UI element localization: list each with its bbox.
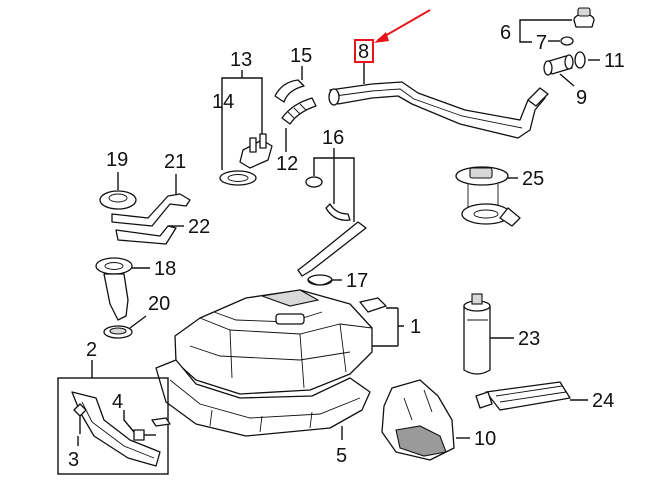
leader-lines — [77, 19, 600, 446]
callout-19: 19 — [106, 149, 128, 171]
callout-22: 22 — [188, 216, 210, 238]
callout-23: 23 — [518, 328, 540, 350]
callout-7: 7 — [536, 32, 547, 54]
callout-14: 14 — [212, 91, 234, 113]
strap-bolt — [73, 403, 87, 434]
tank-clip — [359, 297, 387, 313]
fuel-tank — [174, 289, 373, 395]
filler-pipe — [328, 81, 549, 139]
breather-hose — [111, 193, 191, 245]
bolt-4 — [133, 429, 156, 441]
callout-10: 10 — [474, 428, 496, 450]
callout-25: 25 — [522, 168, 544, 190]
filler-sleeve — [543, 54, 574, 76]
hose-12 — [281, 97, 317, 125]
fuel-pump — [463, 293, 491, 375]
callout-6: 6 — [500, 22, 511, 44]
fuel-cap — [573, 7, 595, 28]
vent-ring — [305, 176, 323, 188]
callout-13: 13 — [230, 49, 252, 71]
vent-hose-16 — [297, 203, 367, 277]
callout-21: 21 — [164, 151, 186, 173]
callout-17: 17 — [346, 270, 368, 292]
callout-11: 11 — [604, 50, 625, 72]
callout-18: 18 — [154, 258, 176, 280]
callout-5: 5 — [336, 445, 347, 467]
callout-1: 1 — [410, 316, 421, 338]
callout-12: 12 — [276, 153, 298, 175]
flange-gasket — [219, 170, 257, 186]
cap-gasket — [560, 36, 574, 46]
callout-16: 16 — [322, 127, 344, 149]
callout-4: 4 — [112, 391, 123, 413]
callout-labels: 1 2 3 4 5 6 7 8 9 10 11 12 13 14 15 16 1… — [68, 22, 625, 471]
o-ring — [574, 51, 586, 69]
hose-15 — [274, 79, 305, 103]
callout-2: 2 — [86, 339, 97, 361]
tank-strap — [71, 391, 161, 467]
callout-20: 20 — [148, 293, 170, 315]
valve-17 — [307, 274, 333, 286]
pump-flange — [239, 133, 273, 169]
ring-20 — [103, 325, 133, 339]
highlight-8 — [354, 9, 431, 63]
grommet-19 — [99, 190, 137, 210]
callout-15: 15 — [290, 45, 312, 67]
callout-24: 24 — [592, 390, 614, 412]
heat-insulator — [381, 379, 455, 461]
clip-4 — [151, 417, 171, 427]
sender-18 — [95, 257, 133, 321]
strap-frame — [57, 377, 169, 475]
callout-3: 3 — [68, 449, 79, 471]
fuel-filter — [475, 381, 571, 411]
gauge-25 — [455, 166, 521, 227]
tank-protector — [155, 359, 371, 437]
callout-8: 8 — [358, 41, 369, 63]
callout-9: 9 — [576, 87, 587, 109]
